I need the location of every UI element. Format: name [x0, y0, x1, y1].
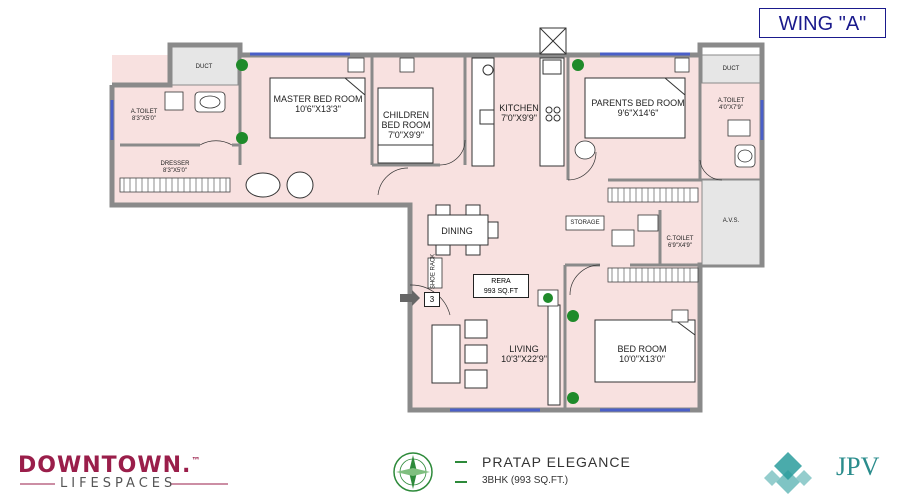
avs-area — [701, 179, 761, 266]
flat-number: 3 — [424, 292, 440, 307]
rera-title: RERA — [491, 278, 511, 285]
children-bed — [377, 87, 434, 164]
dining-table — [427, 204, 499, 256]
wardrobe-hatching — [123, 178, 691, 282]
downtown-logo: DOWNTOWN.™ LIFESPACES — [18, 453, 238, 491]
dining-label: DINING — [441, 226, 473, 236]
plant-icons — [236, 59, 584, 404]
shoe-rack-box — [427, 257, 443, 289]
bedroom-bed — [594, 319, 696, 383]
avs-label: A.V.S. — [722, 218, 740, 224]
duct-left — [171, 46, 239, 86]
storage-label: STORAGE — [570, 220, 600, 226]
rera-box: RERA 993 SQ.FT — [473, 274, 529, 298]
rera-area: 993 SQ.FT — [483, 288, 519, 295]
living-furniture — [431, 304, 561, 406]
jpv-logo-mark — [764, 452, 812, 494]
project-sub: 3BHK (993 SQ.FT.) — [482, 475, 569, 486]
wing-label: WING "A" — [759, 8, 886, 38]
shoe-rack-label: SHOE RACK — [430, 253, 437, 290]
wardrobes — [119, 177, 699, 283]
duct-left-label: DUCT — [195, 64, 213, 70]
entry-arrow-icon — [400, 290, 420, 306]
kitchen-counter — [471, 57, 565, 167]
kitchen-window-box — [539, 27, 567, 55]
dresser-seating — [245, 171, 314, 199]
project-name: PRATAP ELEGANCE — [482, 454, 631, 470]
duct-right — [701, 54, 761, 84]
master-bed — [269, 77, 366, 139]
project-info: PRATAP ELEGANCE 3BHK (993 SQ.FT.) — [482, 454, 631, 486]
brand-name: DOWNTOWN. — [18, 453, 192, 478]
toilet-fixtures — [164, 91, 756, 247]
compass-dashes — [455, 461, 467, 483]
storage-box — [565, 215, 605, 231]
brand-sub: LIFESPACES — [60, 476, 177, 491]
side-tables — [347, 57, 690, 323]
jpv-logo-text: JPV — [836, 452, 880, 481]
brand-tm: ™ — [191, 456, 202, 467]
compass-icon — [393, 452, 433, 492]
windows — [110, 52, 764, 412]
duct-right-label: DUCT — [722, 66, 740, 72]
parents-bed — [584, 77, 686, 139]
